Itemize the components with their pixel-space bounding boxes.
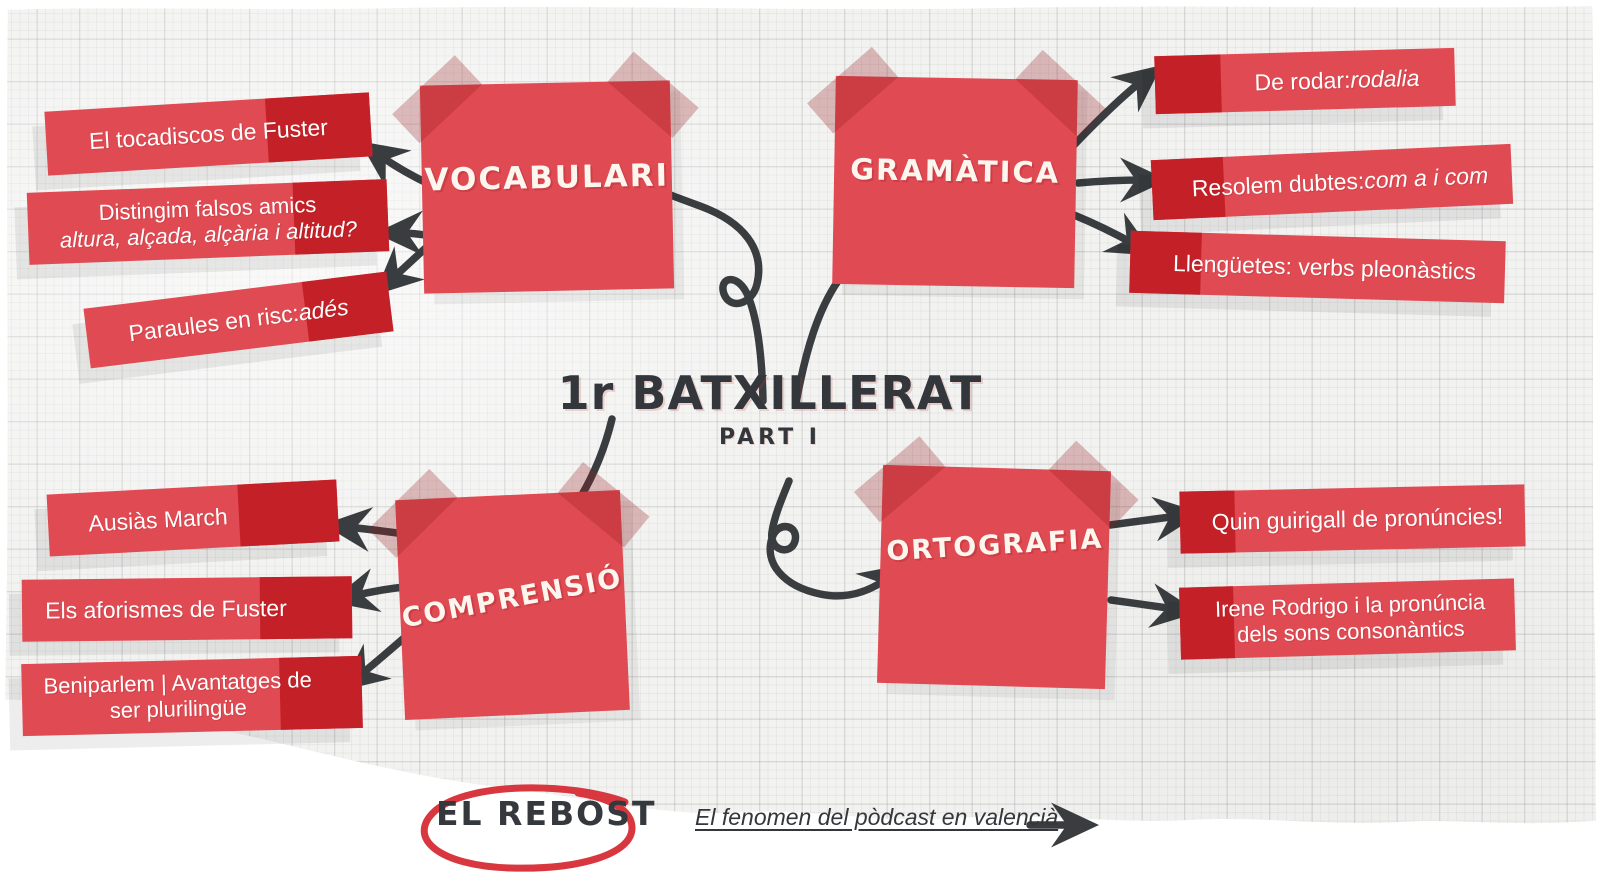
banner-label: Irene Rodrigo i la pronúncia dels sons c… — [1214, 589, 1486, 648]
note-surface — [877, 464, 1111, 690]
banner-label: De rodar: rodalia — [1154, 48, 1456, 114]
banner-label: Els aforismes de Fuster — [45, 594, 287, 624]
note-gramatica[interactable]: GRAMÀTICA — [807, 46, 1106, 289]
brand-name: EL REBOST — [436, 794, 657, 833]
banner-ortografia-2[interactable]: Irene Rodrigo i la pronúncia dels sons c… — [1166, 578, 1516, 675]
banner-label: Beniparlem | Avantatges de ser pluriling… — [43, 667, 313, 724]
note-title-vocabulari: VOCABULARI — [424, 157, 670, 199]
banner-label: Distingim falsos amics altura, alçada, a… — [27, 179, 389, 265]
banner-ortografia-1[interactable]: Quin guirigall de pronúncies! — [1166, 484, 1526, 568]
banner-label: Llengüetes: verbs pleonàstics — [1172, 249, 1477, 285]
banner-label-text: Paraules en risc: — [127, 299, 301, 347]
banner-label: Quin guirigall de pronúncies! — [1211, 502, 1504, 535]
banner-comprensio-2[interactable]: Els aforismes de Fuster — [8, 576, 353, 656]
banner-gramatica-3[interactable]: Llengüetes: verbs pleonàstics — [1115, 230, 1506, 317]
banner-comprensio-3[interactable]: Beniparlem | Avantatges de ser pluriling… — [8, 655, 363, 751]
note-comprensio[interactable]: COMPRENSIÓ — [368, 462, 650, 720]
footer-group: EL REBOST El fenomen del pòdcast en vale… — [410, 780, 1170, 872]
note-ortografia[interactable]: ORTOGRAFIA — [853, 436, 1139, 690]
note-title-gramatica: GRAMÀTICA — [849, 152, 1061, 190]
episode-link[interactable]: El fenomen del pòdcast en valencià — [695, 804, 1059, 830]
banner-label-italic: com a i com — [1363, 161, 1489, 194]
banner-label-italic: adés — [297, 293, 350, 326]
banner-label-italic: rodalia — [1350, 64, 1420, 93]
banner-gramatica-1[interactable]: De rodar: rodalia — [1141, 47, 1456, 129]
banner-label-text: De rodar: — [1254, 66, 1351, 96]
note-vocabulari[interactable]: VOCABULARI — [392, 51, 699, 294]
banner-vocabulari-2[interactable]: Distingim falsos amics altura, alçada, a… — [14, 179, 390, 280]
banner-label-text: Resolem dubtes: — [1191, 167, 1365, 202]
